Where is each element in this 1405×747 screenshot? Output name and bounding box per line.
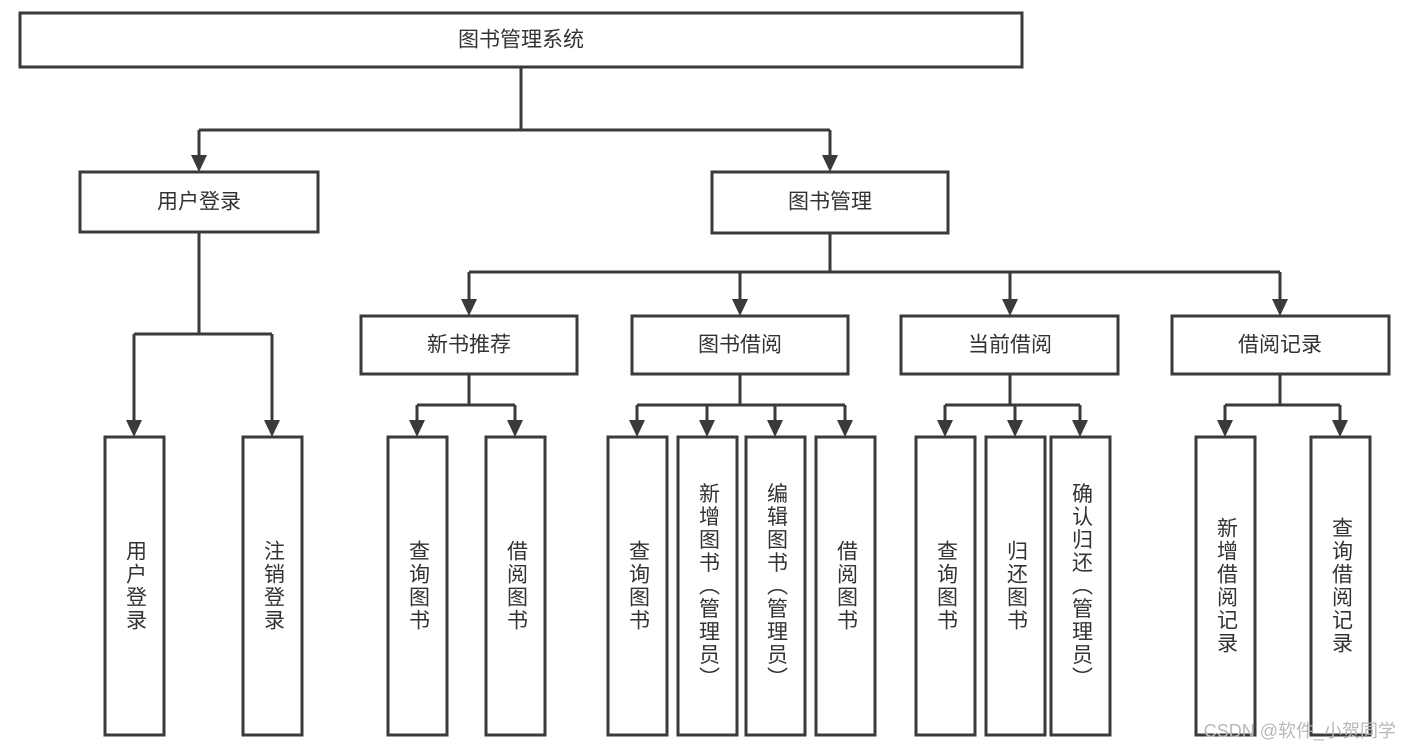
arrow-leaf-b1 (629, 420, 645, 437)
arrow-l3-2 (732, 299, 748, 316)
node-leaf-borrow-record-2-box[interactable] (1309, 435, 1372, 737)
csdn-watermark: CSDN @软件_小贺同学 (1204, 721, 1396, 742)
node-leaf-current-borrow-3[interactable]: 确认归还（管理员） (1049, 435, 1112, 737)
node-book-manage-box[interactable] (710, 170, 950, 235)
node-book-borrow-box[interactable] (630, 314, 850, 376)
node-leaf-book-borrow-2-box[interactable] (676, 435, 739, 737)
node-book-borrow-label: 图书借阅 (698, 334, 782, 357)
arrow-leaf-c3 (1072, 420, 1088, 437)
node-current-borrow-label: 当前借阅 (968, 334, 1052, 357)
node-leaf-book-borrow-3-box[interactable] (744, 435, 807, 737)
node-leaf-book-borrow-2[interactable]: 新增图书（管理员） (676, 435, 739, 737)
node-leaf-borrow-record-1[interactable]: 新增借阅记录 (1194, 435, 1257, 737)
node-leaf-borrow-record-1-box[interactable] (1194, 435, 1257, 737)
arrow-l3-3 (1002, 299, 1018, 316)
node-user-login-box[interactable] (78, 170, 320, 234)
node-leaf-current-borrow-1[interactable]: 查询图书 (914, 435, 977, 737)
arrow-leaf-b3 (767, 420, 783, 437)
node-leaf-user-login-1-label: 用户登录 (124, 540, 148, 632)
node-leaf-book-borrow-3[interactable]: 编辑图书（管理员） (744, 435, 807, 737)
arrow-leaf-b2 (699, 420, 715, 437)
arrow-leaf-u1 (126, 420, 142, 437)
node-leaf-new-book-1-label: 查询图书 (407, 540, 431, 632)
node-leaf-book-borrow-1[interactable]: 查询图书 (606, 435, 669, 737)
node-leaf-current-borrow-2[interactable]: 归还图书 (984, 435, 1047, 737)
connector-layer (126, 67, 1348, 437)
node-leaf-current-borrow-2-box[interactable] (984, 435, 1047, 737)
node-borrow-record[interactable]: 借阅记录 (1170, 314, 1391, 376)
arrow-leaf-c1 (937, 420, 953, 437)
arrow-leaf-r2 (1332, 420, 1348, 437)
node-leaf-book-borrow-4[interactable]: 借阅图书 (814, 435, 877, 737)
node-leaf-book-borrow-1-label: 查询图书 (627, 540, 651, 632)
node-leaf-book-borrow-3-label: 编辑图书（管理员） (765, 483, 789, 690)
node-leaf-new-book-1-box[interactable] (386, 435, 449, 737)
node-leaf-user-login-1[interactable]: 用户登录 (103, 435, 166, 737)
node-leaf-borrow-record-1-label: 新增借阅记录 (1215, 517, 1239, 655)
node-leaf-current-borrow-2-label: 归还图书 (1005, 540, 1029, 632)
arrow-user-login (191, 155, 207, 172)
arrow-leaf-c2 (1007, 420, 1023, 437)
node-leaf-book-borrow-1-box[interactable] (606, 435, 669, 737)
node-leaf-new-book-1[interactable]: 查询图书 (386, 435, 449, 737)
node-user-login-label: 用户登录 (157, 191, 241, 214)
node-leaf-current-borrow-1-box[interactable] (914, 435, 977, 737)
arrow-book-manage (822, 155, 838, 172)
node-root-label: 图书管理系统 (458, 29, 584, 52)
node-leaf-user-login-2-label: 注销登录 (262, 540, 286, 632)
node-new-book-recommend[interactable]: 新书推荐 (359, 314, 579, 376)
node-book-manage[interactable]: 图书管理 (710, 170, 950, 235)
node-leaf-borrow-record-2-label: 查询借阅记录 (1330, 517, 1354, 655)
node-book-borrow[interactable]: 图书借阅 (630, 314, 850, 376)
arrow-l3-1 (461, 299, 477, 316)
node-leaf-new-book-2-label: 借阅图书 (505, 540, 529, 632)
node-leaf-current-borrow-1-label: 查询图书 (935, 540, 959, 632)
node-root[interactable]: 图书管理系统 (18, 11, 1024, 69)
node-user-login[interactable]: 用户登录 (78, 170, 320, 234)
node-leaf-user-login-2-box[interactable] (241, 435, 304, 737)
node-current-borrow-box[interactable] (899, 314, 1120, 376)
node-leaf-new-book-2-box[interactable] (484, 435, 547, 737)
arrow-leaf-n2 (507, 420, 523, 437)
arrow-l3-4 (1272, 299, 1288, 316)
arrow-leaf-u2 (264, 420, 280, 437)
node-leaf-book-borrow-4-label: 借阅图书 (835, 540, 859, 632)
node-leaf-current-borrow-3-label: 确认归还（管理员） (1070, 483, 1094, 690)
node-current-borrow[interactable]: 当前借阅 (899, 314, 1120, 376)
node-leaf-book-borrow-2-label: 新增图书（管理员） (697, 483, 721, 690)
arrow-leaf-b4 (837, 420, 853, 437)
node-new-book-recommend-label: 新书推荐 (427, 334, 511, 357)
node-borrow-record-label: 借阅记录 (1238, 334, 1322, 357)
node-leaf-borrow-record-2[interactable]: 查询借阅记录 (1309, 435, 1372, 737)
node-leaf-book-borrow-4-box[interactable] (814, 435, 877, 737)
node-borrow-record-box[interactable] (1170, 314, 1391, 376)
node-leaf-user-login-1-box[interactable] (103, 435, 166, 737)
node-book-manage-label: 图书管理 (788, 191, 872, 214)
node-leaf-current-borrow-3-box[interactable] (1049, 435, 1112, 737)
node-new-book-recommend-box[interactable] (359, 314, 579, 376)
node-root-box[interactable] (18, 11, 1024, 69)
node-leaf-user-login-2[interactable]: 注销登录 (241, 435, 304, 737)
node-leaf-new-book-2[interactable]: 借阅图书 (484, 435, 547, 737)
arrow-leaf-n1 (409, 420, 425, 437)
arrow-leaf-r1 (1217, 420, 1233, 437)
